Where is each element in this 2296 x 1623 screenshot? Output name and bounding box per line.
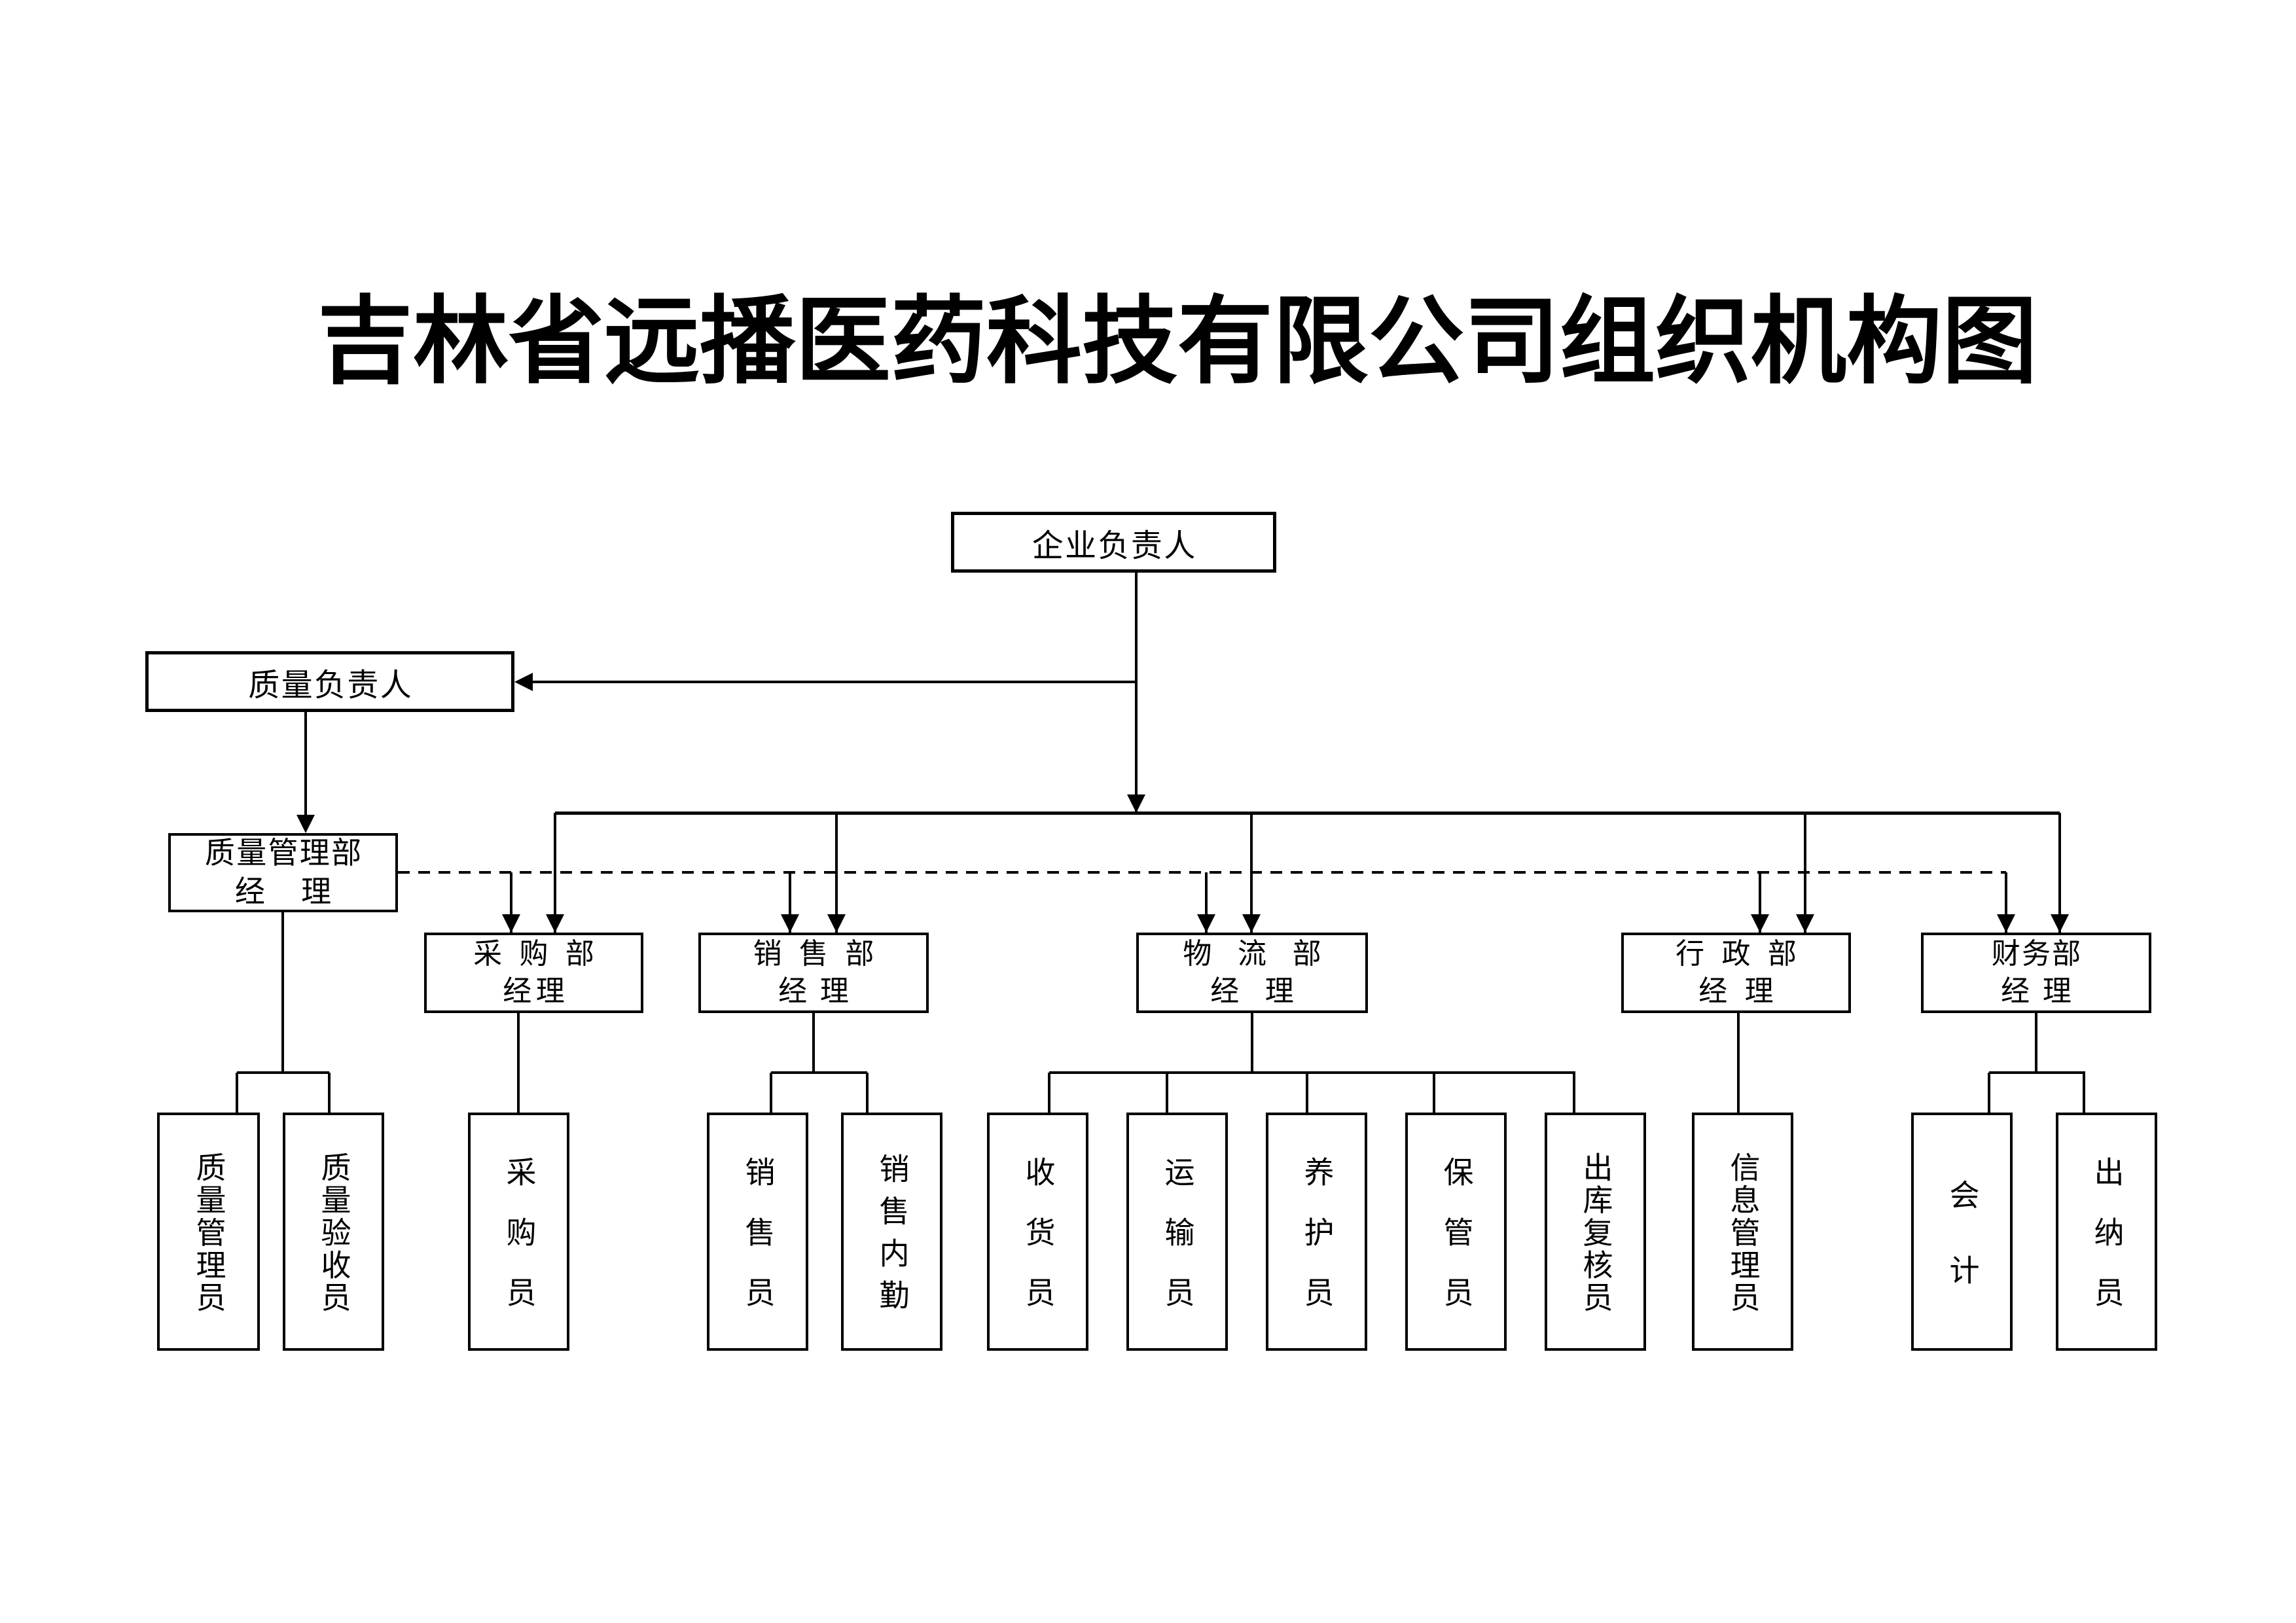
dashed-drop-logistics [1205, 872, 1208, 933]
staff-purchaser-label: 采购员 [502, 1156, 536, 1337]
node-qa-manager: 质量管理部 经理 [168, 833, 398, 912]
arrowhead-dashed-purchasing [502, 914, 520, 933]
dept-sales-line2: 经理 [778, 974, 862, 1007]
drop-maintainer [1306, 1073, 1308, 1113]
staff-cashier: 出纳员 [2056, 1113, 2157, 1351]
staff-sales-clerk-label: 销售内勤 [875, 1153, 909, 1322]
connector-main-line [555, 812, 2060, 815]
staff-maintainer-label: 养护员 [1300, 1156, 1334, 1337]
staff-quality-admin: 质量管理员 [157, 1113, 260, 1351]
node-quality-head: 质量负责人 [145, 651, 514, 712]
connector-sales-down [812, 1013, 815, 1073]
drop-info-admin [1737, 1013, 1740, 1113]
drop-salesperson [770, 1073, 772, 1113]
arrowhead-solid-logistics [1242, 914, 1261, 933]
node-qa-manager-line2: 经理 [234, 874, 368, 908]
staff-salesperson: 销售员 [707, 1113, 808, 1351]
staff-maintainer: 养护员 [1266, 1113, 1367, 1351]
drop-outbound-checker [1573, 1073, 1575, 1113]
node-ceo-label: 企业负责人 [1031, 528, 1197, 563]
staff-cashier-label: 出纳员 [2090, 1156, 2124, 1337]
connector-finance-down [2035, 1013, 2037, 1073]
connector-qhead-qamgr [304, 712, 307, 825]
staff-accountant: 会计 [1911, 1113, 2013, 1351]
arrowhead-dashed-logistics [1197, 914, 1215, 933]
connector-logistics-bar [1049, 1071, 1575, 1074]
solid-drop-finance [2058, 813, 2061, 933]
arrowhead-solid-finance [2051, 914, 2069, 933]
dept-finance-line2: 经理 [2001, 974, 2085, 1007]
drop-storekeeper [1433, 1073, 1435, 1113]
dept-purchasing-line1: 采购部 [473, 938, 612, 971]
staff-quality-inspector-label: 质量验收员 [317, 1151, 351, 1315]
arrowhead-main-junction [1127, 794, 1145, 813]
staff-purchaser: 采购员 [468, 1113, 569, 1351]
arrowhead-solid-sales [827, 914, 846, 933]
drop-receiver [1048, 1073, 1050, 1113]
staff-receiver-label: 收货员 [1021, 1156, 1055, 1337]
dept-admin-line1: 行政部 [1676, 938, 1814, 971]
dashed-drop-admin [1759, 872, 1761, 933]
dept-finance-line1: 财务部 [1991, 938, 2083, 971]
drop-sales-clerk [866, 1073, 869, 1113]
node-qa-manager-line1: 质量管理部 [204, 836, 363, 870]
staff-accountant-label: 会计 [1945, 1179, 1979, 1330]
staff-transporter-label: 运输员 [1160, 1156, 1194, 1337]
dept-sales-line1: 销售部 [753, 938, 891, 971]
staff-receiver: 收货员 [987, 1113, 1088, 1351]
connector-sales-bar [771, 1071, 867, 1074]
node-dept-sales: 销售部 经理 [698, 933, 929, 1013]
dashed-drop-purchasing [510, 872, 512, 933]
dept-logistics-line2: 经理 [1210, 974, 1320, 1007]
staff-sales-clerk: 销售内勤 [841, 1113, 942, 1351]
arrowhead-dashed-finance [1997, 914, 2015, 933]
staff-transporter: 运输员 [1126, 1113, 1228, 1351]
staff-storekeeper: 保管员 [1405, 1113, 1507, 1351]
arrowhead-quality-head [514, 673, 533, 691]
connector-qa-dashed-line [398, 871, 2006, 874]
drop-transporter [1166, 1073, 1168, 1113]
dashed-drop-finance [2005, 872, 2007, 933]
node-ceo: 企业负责人 [951, 512, 1276, 573]
staff-quality-inspector: 质量验收员 [283, 1113, 384, 1351]
staff-info-admin: 信息管理员 [1692, 1113, 1793, 1351]
dept-logistics-line1: 物流部 [1183, 938, 1348, 971]
arrowhead-qamgr [296, 815, 315, 833]
dept-purchasing-line2: 经理 [503, 974, 569, 1007]
drop-cashier [2083, 1073, 2085, 1113]
node-dept-admin: 行政部 经理 [1621, 933, 1851, 1013]
dashed-drop-sales [789, 872, 791, 933]
connector-to-quality-head [524, 681, 1136, 683]
drop-accountant [1988, 1073, 1990, 1113]
connector-finance-bar [1989, 1071, 2085, 1074]
staff-outbound-checker: 出库复核员 [1545, 1113, 1646, 1351]
page-title: 吉林省远播医药科技有限公司组织机构图 [317, 289, 2037, 395]
drop-quality-inspector [328, 1073, 331, 1113]
arrowhead-dashed-admin [1751, 914, 1769, 933]
connector-qamgr-bar [237, 1071, 329, 1074]
connector-logistics-down [1251, 1013, 1253, 1073]
drop-purchaser [517, 1013, 520, 1113]
node-dept-logistics: 物流部 经理 [1136, 933, 1368, 1013]
staff-salesperson-label: 销售员 [741, 1156, 775, 1337]
node-quality-head-label: 质量负责人 [248, 668, 414, 703]
dept-admin-line2: 经理 [1698, 974, 1791, 1007]
drop-quality-admin [236, 1073, 238, 1113]
connector-ceo-trunk [1135, 573, 1138, 813]
arrowhead-solid-admin [1796, 914, 1814, 933]
node-dept-purchasing: 采购部 经理 [424, 933, 643, 1013]
arrowhead-dashed-sales [781, 914, 799, 933]
staff-info-admin-label: 信息管理员 [1726, 1151, 1760, 1315]
connector-qamgr-down [281, 912, 284, 1073]
staff-quality-admin-label: 质量管理员 [192, 1151, 226, 1315]
staff-outbound-checker-label: 出库复核员 [1579, 1151, 1613, 1315]
arrowhead-solid-purchasing [546, 914, 564, 933]
staff-storekeeper-label: 保管员 [1439, 1156, 1473, 1337]
node-dept-finance: 财务部 经理 [1921, 933, 2151, 1013]
